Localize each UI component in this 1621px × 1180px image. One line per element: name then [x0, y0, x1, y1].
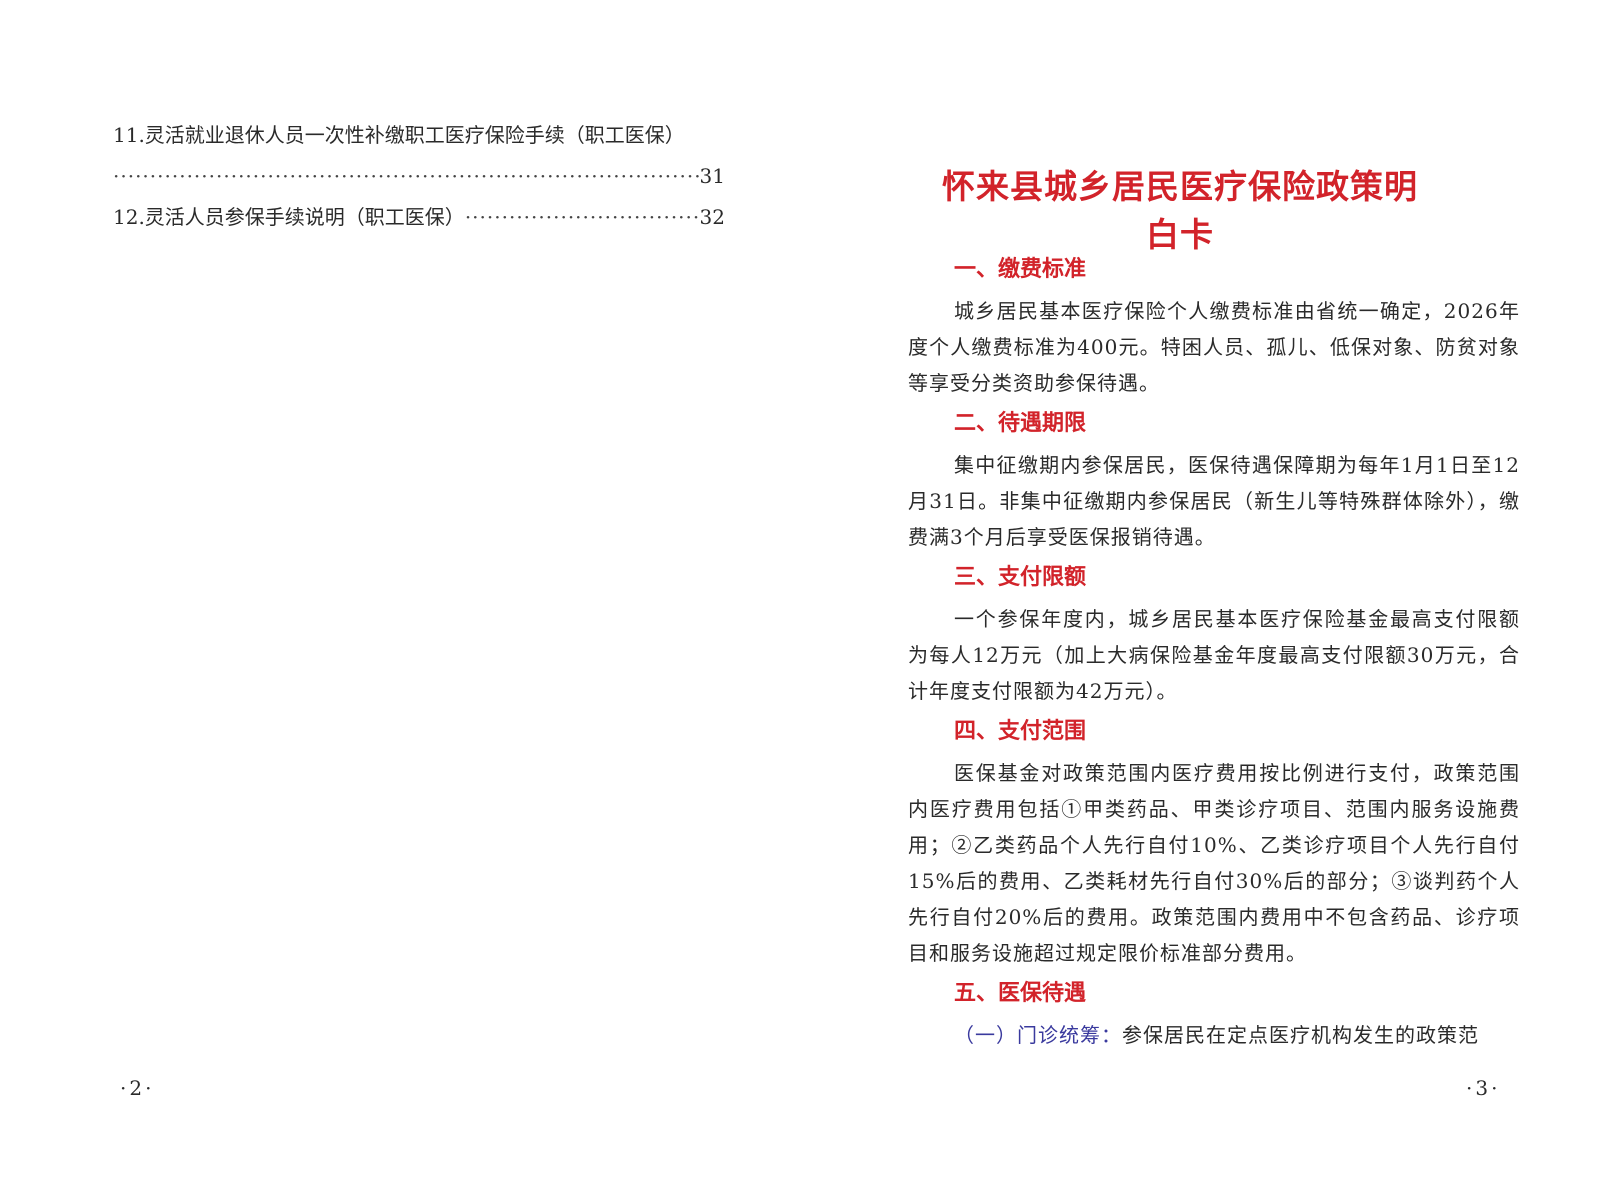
section-body: （一）门诊统筹：参保居民在定点医疗机构发生的政策范 — [908, 1017, 1520, 1053]
left-page: 11.灵活就业退休人员一次性补缴职工医疗保险手续（职工医保） 31 12.灵活人… — [0, 0, 810, 1180]
section-heading: 四、支付范围 — [954, 719, 1087, 744]
toc-dot-leader — [465, 204, 700, 230]
toc-item-12-page: 32 — [699, 205, 725, 229]
section-payment-limit: 三、支付限额 一个参保年度内，城乡居民基本医疗保险基金最高支付限额为每人12万元… — [908, 563, 1520, 709]
toc-item-11: 11.灵活就业退休人员一次性补缴职工医疗保险手续（职工医保） — [113, 122, 725, 148]
toc-item-12: 12.灵活人员参保手续说明（职工医保） 32 — [113, 204, 725, 230]
toc-item-12-text: 12.灵活人员参保手续说明（职工医保） — [113, 205, 465, 229]
section-benefit-period: 二、待遇期限 集中征缴期内参保居民，医保待遇保障期为每年1月1日至12月31日。… — [908, 409, 1520, 555]
section-body: 城乡居民基本医疗保险个人缴费标准由省统一确定，2026年度个人缴费标准为400元… — [908, 299, 1520, 395]
section-body: 一个参保年度内，城乡居民基本医疗保险基金最高支付限额为每人12万元（加上大病保险… — [908, 607, 1520, 703]
toc-item-11-page: 31 — [699, 164, 725, 188]
section-heading: 一、缴费标准 — [954, 257, 1087, 282]
page-number-left: ·2· — [120, 1076, 155, 1100]
section-payment-scope: 四、支付范围 医保基金对政策范围内医疗费用按比例进行支付，政策范围内医疗费用包括… — [908, 717, 1520, 971]
section-heading: 三、支付限额 — [954, 565, 1087, 590]
section-payment-standard: 一、缴费标准 城乡居民基本医疗保险个人缴费标准由省统一确定，2026年度个人缴费… — [908, 255, 1520, 401]
policy-content: 一、缴费标准 城乡居民基本医疗保险个人缴费标准由省统一确定，2026年度个人缴费… — [908, 255, 1520, 1061]
subsection-text: 参保居民在定点医疗机构发生的政策范 — [1122, 1023, 1479, 1047]
section-heading: 五、医保待遇 — [954, 981, 1087, 1006]
right-page: 怀来县城乡居民医疗保险政策明白卡 一、缴费标准 城乡居民基本医疗保险个人缴费标准… — [810, 0, 1621, 1180]
section-heading: 二、待遇期限 — [954, 411, 1087, 436]
section-body: 集中征缴期内参保居民，医保待遇保障期为每年1月1日至12月31日。非集中征缴期内… — [908, 453, 1520, 549]
document-title: 怀来县城乡居民医疗保险政策明白卡 — [942, 167, 1418, 254]
toc-item-11-text: 11.灵活就业退休人员一次性补缴职工医疗保险手续（职工医保） — [113, 123, 685, 147]
toc-item-11-leader: 31 — [113, 163, 725, 189]
subsection-label: （一）门诊统筹： — [954, 1023, 1122, 1047]
page-number-right: ·3· — [1466, 1076, 1501, 1100]
toc-dot-leader — [113, 163, 700, 189]
section-medical-benefits: 五、医保待遇 （一）门诊统筹：参保居民在定点医疗机构发生的政策范 — [908, 979, 1520, 1053]
section-body: 医保基金对政策范围内医疗费用按比例进行支付，政策范围内医疗费用包括①甲类药品、甲… — [908, 761, 1520, 965]
